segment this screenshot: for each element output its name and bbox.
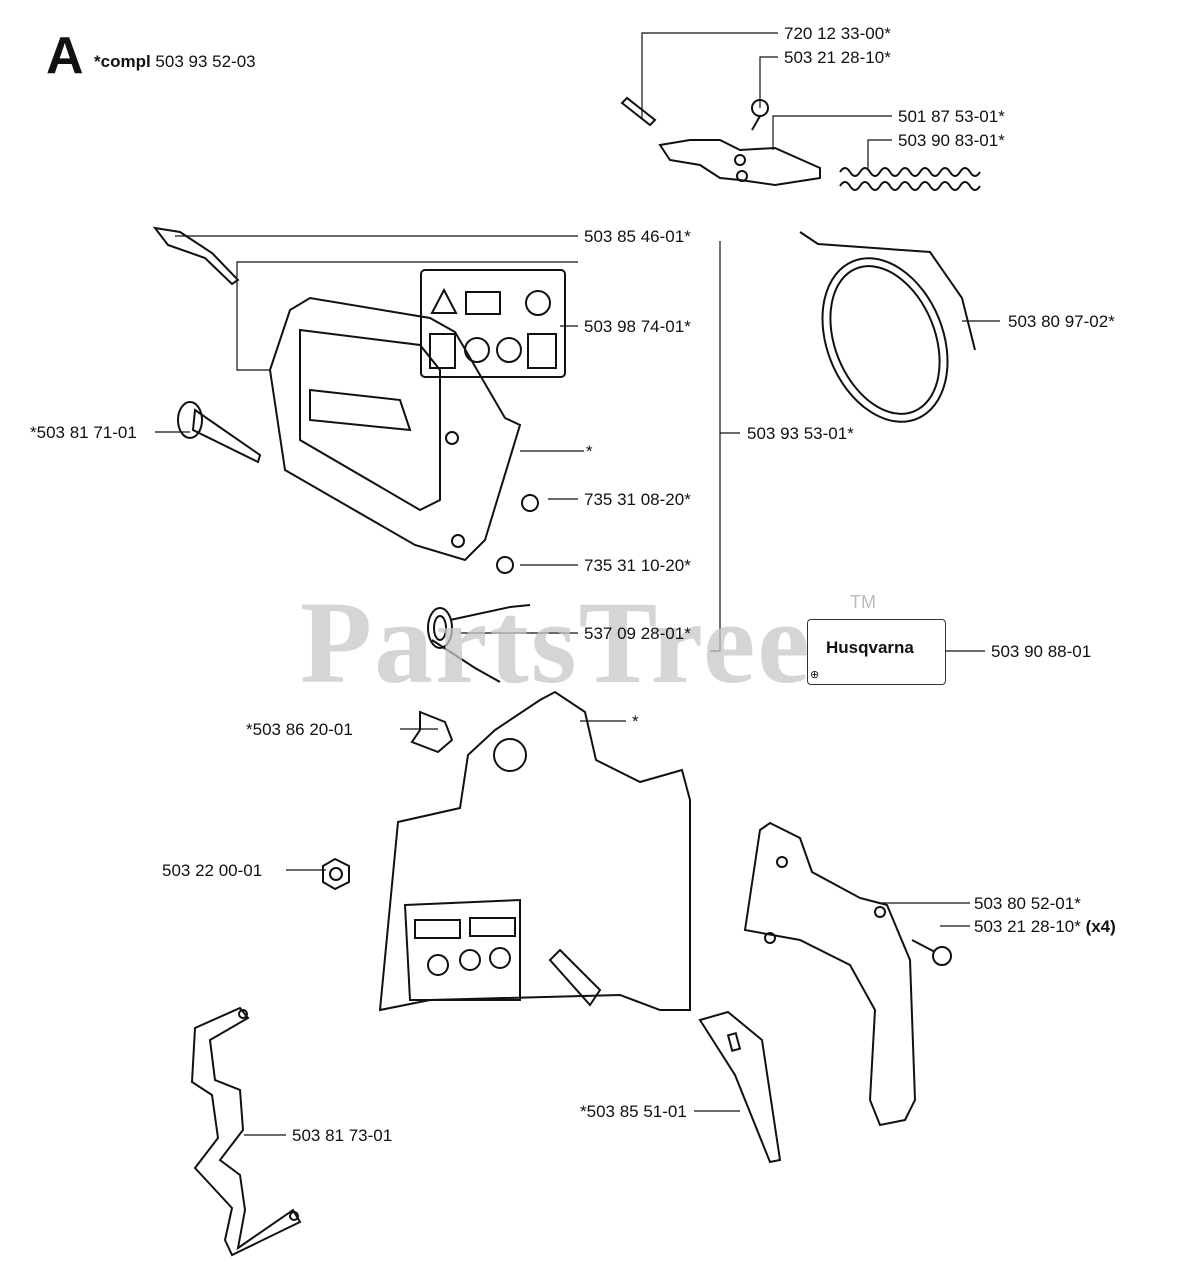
callout-circlip-b[interactable]: 735 31 10-20* — [584, 556, 691, 575]
callout-circlip-a[interactable]: 735 31 08-20* — [584, 490, 691, 509]
compl-prefix: *compl — [94, 52, 151, 71]
circlip-b-part — [496, 556, 514, 574]
callout-warning-decal[interactable]: 503 98 74-01* — [584, 317, 691, 336]
callout-pin[interactable]: 720 12 33-00* — [784, 24, 891, 43]
screw-top-part — [751, 99, 769, 131]
section-letter: A — [46, 27, 84, 85]
compl-label: *compl 503 93 52-03 — [94, 52, 256, 72]
pin-part — [620, 96, 657, 127]
warning-decal-part — [420, 269, 566, 378]
brake-band-part — [799, 231, 976, 423]
callout-plate[interactable]: 503 80 52-01* — [974, 894, 1081, 913]
callout-catcher[interactable]: 503 81 73-01 — [292, 1126, 393, 1145]
callout-clip[interactable]: *503 86 20-01 — [246, 720, 353, 739]
callout-lever[interactable]: 501 87 53-01* — [898, 107, 1005, 126]
callout-nut[interactable]: 503 22 00-01 — [162, 861, 263, 880]
callout-brake-band[interactable]: 503 80 97-02* — [1008, 312, 1115, 331]
guide-part — [698, 1010, 782, 1164]
callout-brand-decal[interactable]: 503 90 88-01 — [991, 642, 1092, 661]
plus-icon: ⊕ — [810, 669, 820, 681]
callout-bushing[interactable]: *503 81 71-01 — [30, 423, 137, 442]
callout-screw-bottom: 503 21 28-10* (x4) — [974, 917, 1116, 937]
callout-screw-top[interactable]: 503 21 28-10* — [784, 48, 891, 67]
callout-pivot-bolt[interactable]: 503 85 46-01* — [584, 227, 691, 246]
husqvarna-logo: Husqvarna — [826, 638, 914, 657]
clip-part — [410, 710, 454, 754]
nut-part — [322, 857, 350, 891]
screw-bottom-part-number[interactable]: 503 21 28-10* — [974, 917, 1081, 936]
callout-assembly[interactable]: 503 93 53-01* — [747, 424, 854, 443]
callout-torsion-spring[interactable]: 537 09 28-01* — [584, 624, 691, 643]
screw-bottom-qty: (x4) — [1085, 917, 1116, 936]
coil-spring-part — [839, 167, 981, 191]
screw-bottom-part — [911, 939, 952, 966]
plate-part — [743, 821, 917, 1127]
bushing-part — [177, 401, 262, 464]
callout-cover-star: * — [632, 712, 639, 731]
handguard-part — [268, 296, 522, 562]
watermark: PartsTree — [300, 577, 812, 708]
pivot-bolt-part — [152, 226, 240, 286]
compl-part-number[interactable]: 503 93 52-03 — [155, 52, 256, 71]
torsion-spring-part — [427, 604, 531, 683]
catcher-part — [190, 1006, 302, 1257]
leader-lines — [155, 32, 1000, 1136]
watermark-tm: TM — [850, 592, 876, 612]
callout-handguard-star: * — [586, 442, 593, 461]
cover-part — [378, 690, 691, 1012]
brand-decal: Husqvarna ⊕ — [807, 619, 946, 685]
circlip-a-part — [521, 494, 539, 512]
lever-part — [658, 139, 821, 187]
callout-guide[interactable]: *503 85 51-01 — [580, 1102, 687, 1121]
callout-spring[interactable]: 503 90 83-01* — [898, 131, 1005, 150]
